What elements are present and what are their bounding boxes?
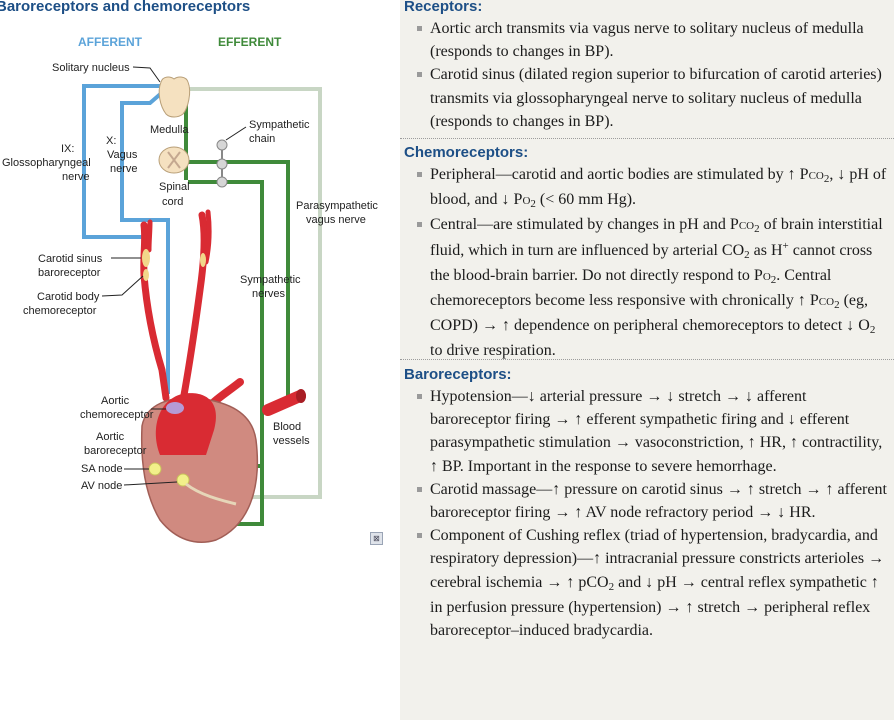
baroreceptors-item-carotid-massage: Carotid massage—↑ pressure on carotid si… bbox=[404, 478, 890, 524]
sympathetic-nerves-label-1: Sympathetic bbox=[240, 274, 301, 286]
aortic-baroreceptor-label-1: Aortic bbox=[96, 431, 125, 443]
vagus-nerve-label: nerve bbox=[110, 163, 138, 175]
carotid-sinus-label: Carotid sinus bbox=[38, 253, 103, 265]
av-node-icon bbox=[176, 473, 190, 487]
glossopharyngeal-label: Glossopharyngeal bbox=[2, 157, 91, 169]
glossopharyngeal-nerve-label: nerve bbox=[62, 171, 90, 183]
receptors-section: Receptors: Aortic arch transmits via vag… bbox=[404, 0, 890, 133]
sa-node-icon bbox=[148, 462, 162, 476]
baroreceptors-item-hypotension: Hypotension—↓ arterial pressure → ↓ stre… bbox=[404, 385, 890, 478]
carotid-body-chemoreceptor-icon bbox=[143, 269, 149, 281]
baroreceptor-diagram: AFFERENT EFFERENT Solitary nucleus Sympa… bbox=[2, 35, 378, 543]
cord-label: cord bbox=[162, 196, 183, 208]
vagus-label: Vagus bbox=[107, 149, 138, 161]
receptors-item: Aortic arch transmits via vagus nerve to… bbox=[404, 17, 890, 63]
chemoreceptors-item-peripheral: Peripheral—carotid and aortic bodies are… bbox=[404, 163, 890, 213]
ix-label: IX: bbox=[61, 143, 74, 155]
right-carotid-artery bbox=[180, 211, 208, 399]
vessels-label: vessels bbox=[273, 435, 310, 447]
solitary-nucleus-label: Solitary nucleus bbox=[52, 62, 130, 74]
afferent-header: AFFERENT bbox=[78, 35, 143, 49]
chemoreceptors-item-central: Central—are stimulated by changes in pH … bbox=[404, 213, 890, 362]
expand-icon[interactable]: ⊠ bbox=[370, 532, 383, 545]
baroreceptors-item-cushing: Component of Cushing reflex (triad of hy… bbox=[404, 524, 890, 642]
spinal-label: Spinal bbox=[159, 181, 190, 193]
blood-label: Blood bbox=[273, 421, 301, 433]
vagus-afferent-nerve bbox=[120, 88, 170, 394]
receptors-item: Carotid sinus (dilated region superior t… bbox=[404, 63, 890, 133]
sympathetic-ganglion-icon bbox=[216, 139, 228, 151]
carotid-body-label: Carotid body bbox=[37, 291, 100, 303]
baroreceptors-title: Baroreceptors: bbox=[404, 366, 512, 383]
x-label: X: bbox=[106, 135, 116, 147]
aortic-chemoreceptor-label-1: Aortic bbox=[101, 395, 130, 407]
efferent-header: EFFERENT bbox=[218, 35, 282, 49]
sympathetic-ganglion-icon bbox=[216, 176, 228, 188]
figure-title: Baroreceptors and chemoreceptors bbox=[0, 0, 251, 15]
chemoreceptors-section: Chemoreceptors: Peripheral—carotid and a… bbox=[404, 144, 890, 363]
text-panel: Receptors: Aortic arch transmits via vag… bbox=[400, 0, 894, 720]
medulla-label: Medulla bbox=[150, 124, 189, 136]
sympathetic-nerves-label-2: nerves bbox=[252, 288, 286, 300]
leader-line bbox=[225, 126, 247, 141]
sympathetic-ganglion-icon bbox=[216, 158, 228, 170]
carotid-sinus-baroreceptor-label: baroreceptor bbox=[38, 267, 101, 279]
av-node-label: AV node bbox=[81, 480, 122, 492]
aortic-chemoreceptor-label-2: chemoreceptor bbox=[80, 409, 154, 421]
blood-vessels-icon bbox=[262, 389, 306, 416]
sympathetic-chain-label-2: chain bbox=[249, 133, 275, 145]
baroreceptors-section: Baroreceptors: Hypotension—↓ arterial pr… bbox=[404, 366, 890, 642]
section-divider bbox=[400, 359, 894, 360]
medulla-icon bbox=[158, 76, 191, 118]
section-divider bbox=[400, 138, 894, 139]
vagus-nerve-label-2: vagus nerve bbox=[306, 214, 366, 226]
receptors-title: Receptors: bbox=[404, 0, 483, 15]
glossopharyngeal-nerve bbox=[82, 84, 160, 239]
parasympathetic-label: Parasympathetic bbox=[296, 200, 378, 212]
aortic-chemoreceptor-icon bbox=[166, 402, 184, 414]
chemoreceptors-title: Chemoreceptors: bbox=[404, 144, 529, 161]
carotid-body-chemoreceptor-label: chemoreceptor bbox=[23, 305, 97, 317]
aortic-baroreceptor-label-2: baroreceptor bbox=[84, 445, 147, 457]
carotid-sinus-baroreceptor-icon bbox=[142, 249, 150, 267]
sympathetic-chain-label-1: Sympathetic bbox=[249, 119, 310, 131]
sa-node-label: SA node bbox=[81, 463, 123, 475]
